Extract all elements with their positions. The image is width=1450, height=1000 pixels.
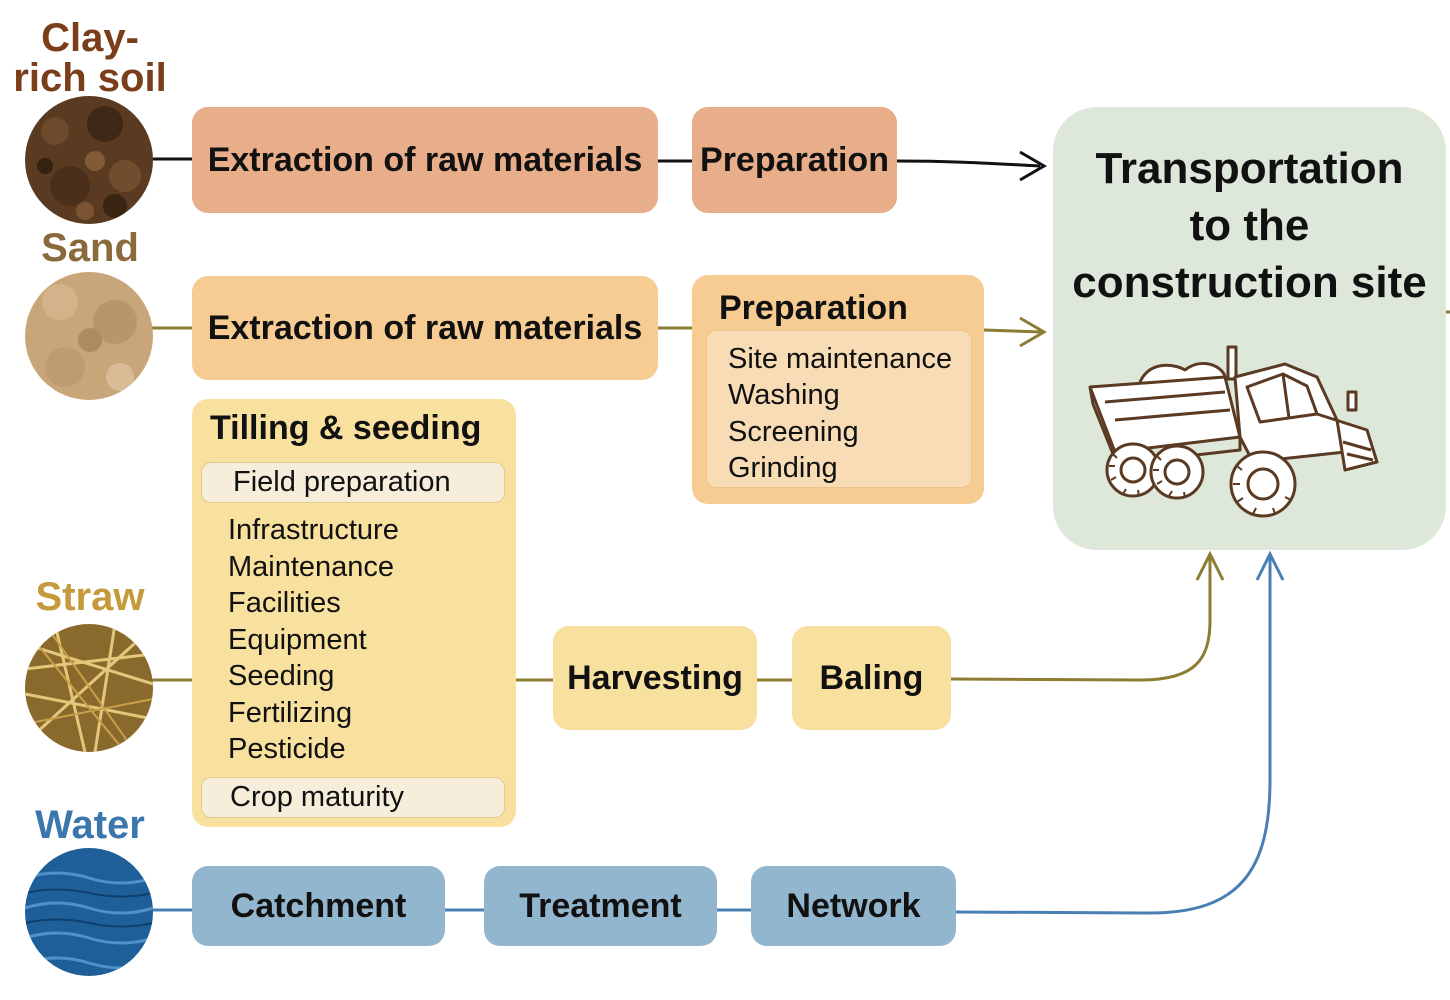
network-label: Network [786, 886, 921, 925]
clay-extraction-box: Extraction of raw materials [192, 107, 658, 213]
catchment-label: Catchment [230, 886, 407, 925]
clay-preparation-box: Preparation [692, 107, 897, 213]
harvesting-box: Harvesting [553, 626, 757, 730]
sand-step-item: Grinding [728, 452, 838, 484]
network-box: Network [751, 866, 956, 946]
straw-label: Straw [35, 575, 145, 619]
sand-arrow [983, 328, 1043, 334]
baling-box: Baling [792, 626, 951, 730]
tilling-step-item: Equipment [228, 624, 367, 656]
tilling-seeding-panel: Tilling & seeding Field preparation Infr… [192, 399, 516, 827]
clay-arrow [896, 159, 1041, 168]
sand-extraction-box: Extraction of raw materials [192, 276, 658, 380]
sand-preparation-steps: Site maintenance Washing Screening Grind… [706, 330, 972, 488]
sand-label: Sand [41, 226, 139, 270]
sand-step-item: Screening [728, 416, 859, 448]
straw-image [25, 624, 153, 752]
crop-maturity-box: Crop maturity [201, 777, 505, 818]
baling-label: Baling [819, 658, 924, 697]
water-image [25, 848, 153, 976]
clay-extraction-label: Extraction of raw materials [207, 140, 643, 179]
transportation-box: Transportation to the construction site [1053, 107, 1446, 550]
tilling-step-item: Maintenance [228, 551, 395, 583]
tilling-step-item: Seeding [228, 660, 335, 692]
dump-truck-icon [1085, 342, 1385, 527]
clay-rich-soil-label: Clay-rich soil [13, 16, 167, 100]
tilling-step-item: Infrastructure [228, 514, 399, 546]
sand-image [25, 272, 153, 400]
sand-preparation-panel: Preparation Site maintenance Washing Scr… [692, 275, 984, 504]
transportation-title: Transportation to the construction site [1072, 144, 1427, 307]
treatment-label: Treatment [519, 886, 682, 925]
catchment-box: Catchment [192, 866, 445, 946]
tilling-seeding-title: Tilling & seeding [210, 409, 482, 447]
treatment-box: Treatment [484, 866, 717, 946]
straw-arrow [950, 556, 1212, 682]
sand-step-item: Washing [728, 379, 840, 411]
harvesting-label: Harvesting [567, 658, 743, 697]
crop-maturity-label: Crop maturity [230, 781, 405, 813]
sand-extraction-label: Extraction of raw materials [207, 308, 643, 347]
water-label: Water [35, 803, 145, 847]
clay-preparation-label: Preparation [700, 140, 889, 179]
tilling-step-item: Facilities [228, 587, 341, 619]
sand-step-item: Site maintenance [728, 343, 953, 375]
water-arrow [955, 556, 1272, 915]
tilling-step-item: Pesticide [228, 733, 346, 765]
tilling-step-item: Fertilizing [228, 697, 353, 729]
clay-soil-image [25, 96, 153, 224]
field-preparation-box: Field preparation [201, 462, 505, 503]
field-preparation-label: Field preparation [233, 466, 451, 498]
sand-preparation-title: Preparation [719, 289, 908, 327]
